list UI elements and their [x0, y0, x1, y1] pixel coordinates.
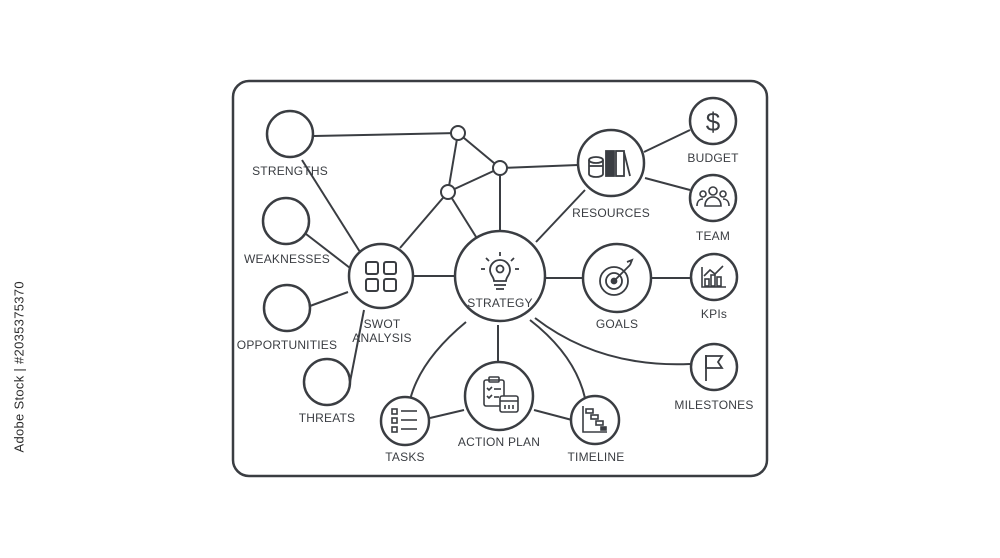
- timeline-label: TIMELINE: [568, 450, 625, 464]
- people-icon: [696, 186, 730, 207]
- swot-label-line2: ANALYSIS: [352, 331, 411, 345]
- swot-label-line1: SWOT: [364, 317, 401, 331]
- dollar-icon: $: [706, 107, 721, 137]
- target-icon: [599, 258, 634, 296]
- junction-dot: [492, 160, 508, 176]
- stock-id-text: Adobe Stock | #2035375370: [11, 281, 27, 453]
- junction-dot: [450, 125, 466, 141]
- action-plan-node: [463, 360, 535, 432]
- milestones-label: MILESTONES: [674, 398, 753, 412]
- budget-node: [688, 96, 738, 146]
- binders-icon: [588, 150, 631, 178]
- tasks-label: TASKS: [385, 450, 424, 464]
- threats-label: THREATS: [299, 411, 356, 425]
- stock-watermark-sidebar: Adobe Stock | #2035375370: [6, 281, 27, 460]
- resources-label: RESOURCES: [572, 206, 650, 220]
- action-plan-label: ACTION PLAN: [458, 435, 540, 449]
- opportunities-node: [262, 283, 312, 333]
- checklist-calendar-icon: [483, 376, 519, 413]
- team-label: TEAM: [696, 229, 730, 243]
- strengths-node: [265, 109, 315, 159]
- weaknesses-label: WEAKNESSES: [244, 252, 330, 266]
- junction-dot: [440, 184, 456, 200]
- strategy-label: STRATEGY: [467, 296, 532, 310]
- goals-label: GOALS: [596, 317, 638, 331]
- budget-label: BUDGET: [687, 151, 739, 165]
- team-node: [688, 173, 738, 223]
- lightbulb-gear-icon: [481, 252, 519, 290]
- strengths-label: STRENGTHS: [252, 164, 328, 178]
- connector-lines: [301, 129, 691, 421]
- grid-icon: [365, 261, 397, 292]
- diagram-frame: [231, 79, 769, 478]
- list-icon: [391, 408, 417, 433]
- gantt-icon: [582, 406, 607, 433]
- bar-chart-icon: [701, 265, 726, 288]
- swot-analysis-node: [347, 242, 415, 310]
- weaknesses-node: [261, 196, 311, 246]
- kpis-node: [689, 252, 739, 302]
- strategy-node: [453, 229, 547, 323]
- timeline-node: [569, 394, 621, 446]
- opportunities-label: OPPORTUNITIES: [237, 338, 337, 352]
- tasks-node: [379, 395, 431, 447]
- milestones-node: [689, 342, 739, 392]
- threats-node: [302, 357, 352, 407]
- kpis-label: KPIs: [701, 307, 727, 321]
- flag-icon: [705, 355, 724, 381]
